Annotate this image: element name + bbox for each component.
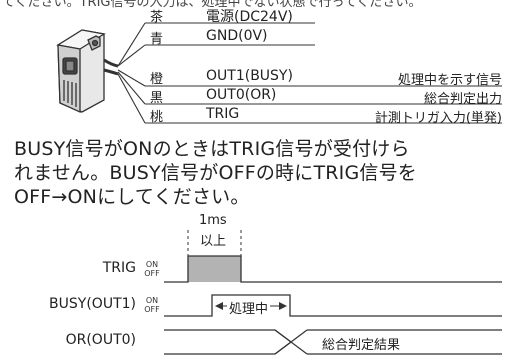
or-waveform-upper <box>164 329 292 355</box>
trig-pulse <box>188 256 241 282</box>
wire-desc-trig: 計測トリガ入力(単発) <box>374 111 502 126</box>
wire-signal-trig: TRIG <box>206 106 240 122</box>
wire-color-orange: 橙 <box>150 72 164 87</box>
or-result-label: 総合判定結果 <box>322 338 401 353</box>
wire-signal-power: 電源(DC24V) <box>206 9 293 25</box>
wire-color-black: 黒 <box>150 91 164 106</box>
trig-off-label: OFF <box>144 269 160 278</box>
paragraph-line-2: れません。BUSY信号がOFFの時にTRIG信号を <box>14 162 417 184</box>
signal-label-or: OR(OUT0) <box>65 332 136 348</box>
wire-desc-out1: 処理中を示す信号 <box>397 73 502 88</box>
signal-label-trig: TRIG <box>102 260 136 276</box>
trig-waveform <box>164 255 502 283</box>
wire-signal-gnd: GND(0V) <box>206 28 268 44</box>
busy-on-label: ON <box>145 296 159 305</box>
busy-off-label: OFF <box>144 305 160 314</box>
duration-label-1ms: 1ms <box>199 213 227 228</box>
wire-desc-out0: 総合判定出力 <box>423 92 502 107</box>
trig-on-label: ON <box>145 260 159 269</box>
wire-color-blue: 青 <box>150 32 164 47</box>
duration-label-min: 以上 <box>200 234 227 249</box>
or-waveform-result <box>307 329 502 355</box>
paragraph-line-1: BUSY信号がONのときはTRIG信号が受付けら <box>14 138 410 160</box>
signal-label-busy: BUSY(OUT1) <box>49 296 136 312</box>
busy-waveform <box>164 294 502 317</box>
wire-signal-out1: OUT1(BUSY) <box>206 68 293 84</box>
or-waveform-transition <box>274 329 308 355</box>
wire-signal-out0: OUT0(OR) <box>206 87 277 103</box>
top-partial-text: てください。TRIG信号の入力は、処理中でない状態で行ってください。 <box>2 0 422 10</box>
busy-processing-label: 処理中 <box>227 298 271 317</box>
wire-color-brown: 茶 <box>150 10 164 25</box>
paragraph-line-3: OFF→ONにしてください。 <box>14 186 250 208</box>
wire-color-pink: 桃 <box>150 110 164 125</box>
